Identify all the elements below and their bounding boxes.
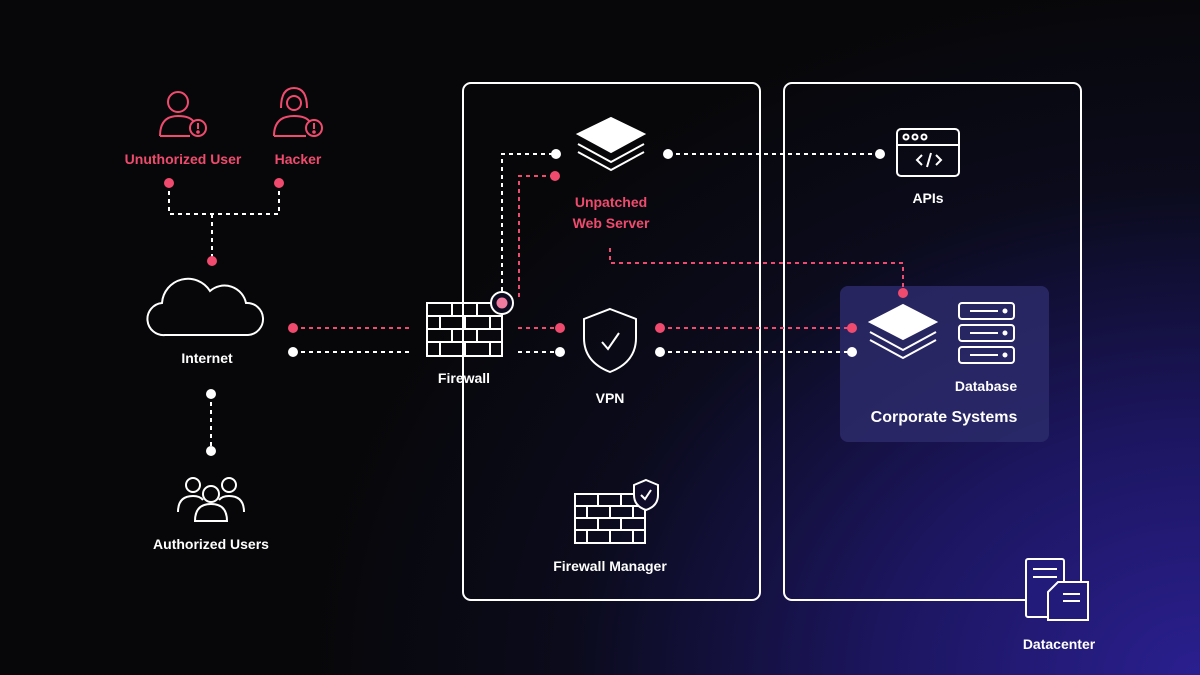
shield-check-icon — [583, 307, 637, 374]
internet-label: Internet — [181, 350, 233, 366]
database-label: Database — [954, 378, 1018, 394]
threat-connectors — [293, 175, 904, 329]
browser-code-icon — [896, 128, 960, 177]
firewall-alert-indicator — [490, 291, 514, 315]
dmz-zone — [462, 82, 761, 601]
document-stack-icon — [1025, 558, 1089, 621]
datacenter-label: Datacenter — [1022, 636, 1096, 652]
hacker-alert-icon — [273, 86, 323, 137]
connector-dots — [206, 149, 885, 456]
corporate-systems-label: Corporate Systems — [870, 409, 1018, 426]
web-server-label: Unpatched Web Server — [572, 194, 650, 231]
unauthorized-user-label: Unuthorized User — [124, 151, 242, 167]
firewall-label: Firewall — [437, 370, 491, 386]
database-stack-icon — [958, 302, 1015, 364]
brick-wall-shield-icon — [574, 478, 659, 544]
user-alert-icon — [159, 91, 207, 137]
threat-dots — [164, 171, 908, 333]
authorized-users-label: Authorized Users — [153, 536, 269, 552]
corporate-layers-icon — [867, 303, 939, 360]
hacker-label: Hacker — [274, 151, 322, 167]
connectors — [168, 153, 880, 451]
server-layers-icon — [575, 116, 647, 172]
datacenter-zone — [783, 82, 1082, 601]
users-group-icon — [177, 477, 245, 522]
firewall-manager-label: Firewall Manager — [553, 558, 667, 574]
brick-wall-icon — [426, 302, 503, 357]
apis-label: APIs — [912, 190, 944, 206]
cloud-icon — [146, 277, 264, 337]
vpn-label: VPN — [595, 390, 625, 406]
